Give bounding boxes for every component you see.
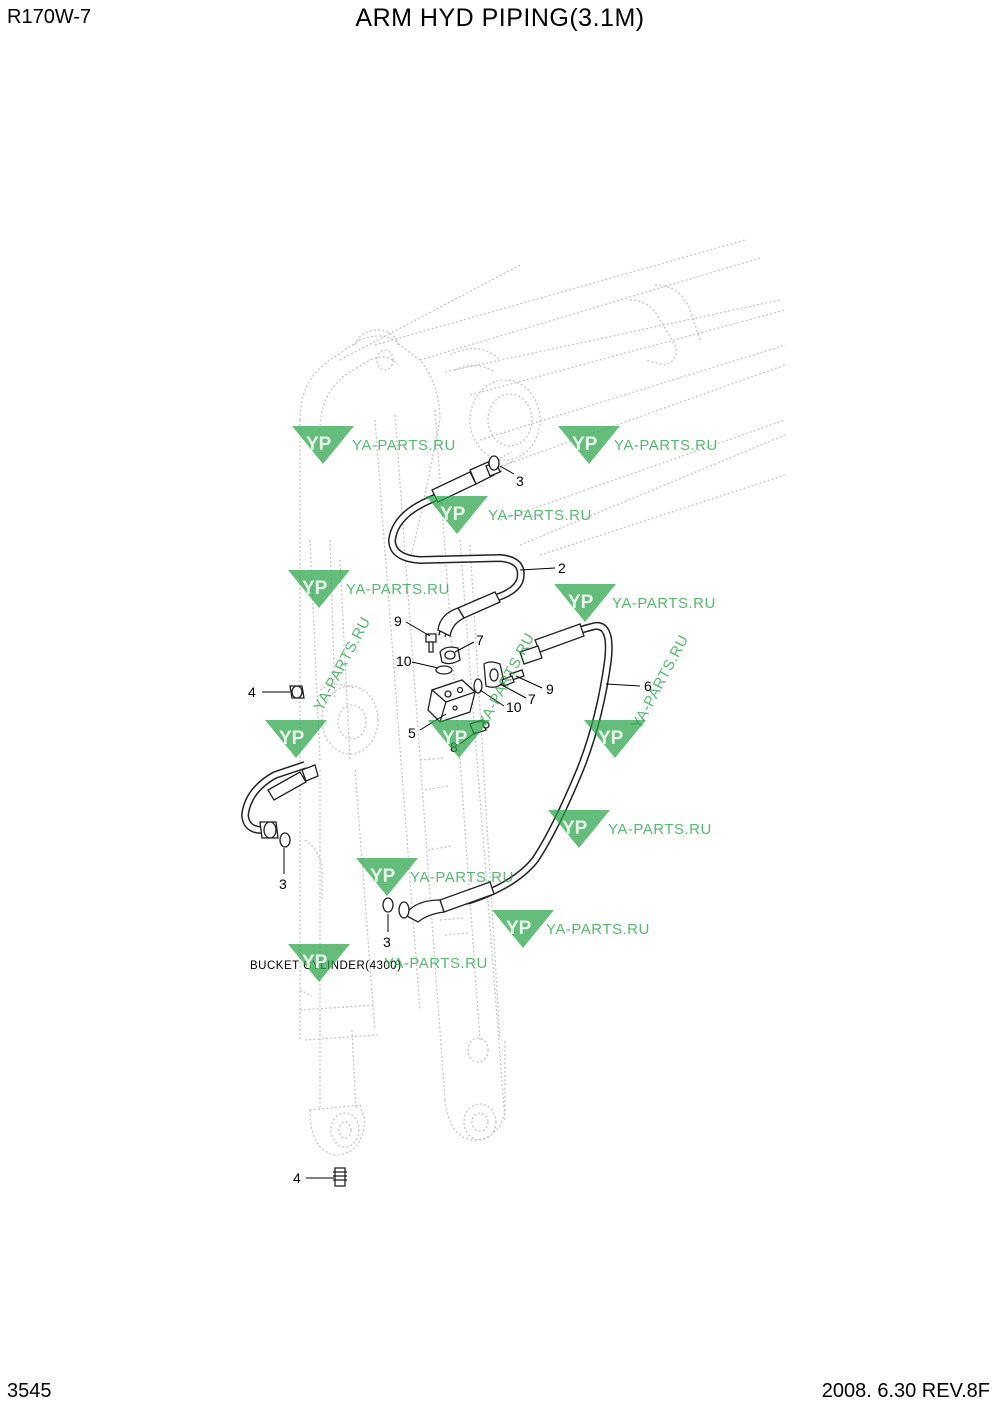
callout-label: 2: [558, 560, 566, 576]
watermark-logo: YP: [584, 720, 646, 758]
callout-label: 7: [476, 632, 484, 648]
svg-text:YA-PARTS.RU: YA-PARTS.RU: [629, 632, 693, 732]
svg-text:YP: YP: [442, 728, 468, 749]
svg-text:YP: YP: [279, 728, 305, 749]
watermark-rotated: YA-PARTS.RU: [629, 632, 693, 732]
callout-label: 9: [546, 681, 554, 697]
svg-text:YP: YP: [302, 952, 328, 973]
arm-structure-outline: [299, 239, 786, 1156]
callout-label: 3: [516, 473, 524, 489]
callout-label: 6: [644, 678, 652, 694]
o-ring-10-right: [473, 678, 483, 694]
model-code: R170W-7: [7, 6, 92, 28]
callout-label: 10: [506, 699, 522, 715]
svg-text:YP: YP: [306, 434, 332, 455]
page-number: 3545: [7, 1380, 52, 1402]
svg-text:YA-PARTS.RU: YA-PARTS.RU: [384, 955, 488, 972]
callout-label: 7: [528, 691, 536, 707]
watermark-logo: YP YA-PARTS.RU: [426, 496, 592, 534]
svg-text:YA-PARTS.RU: YA-PARTS.RU: [546, 921, 650, 938]
callout-label: 3: [383, 934, 391, 950]
page-title: ARM HYD PIPING(3.1M): [355, 4, 645, 32]
svg-text:YA-PARTS.RU: YA-PARTS.RU: [612, 595, 716, 612]
bolt-9-right: [501, 669, 525, 687]
flange-7-right: [483, 661, 505, 688]
watermark-logo: YP YA-PARTS.RU: [292, 426, 456, 464]
svg-text:YP: YP: [598, 728, 624, 749]
watermark-logo: YP YA-PARTS.RU: [492, 910, 650, 948]
svg-text:YA-PARTS.RU: YA-PARTS.RU: [311, 614, 375, 714]
bolt-9-left: [425, 633, 437, 653]
o-ring-3-top: [488, 451, 516, 471]
watermark-logo: YP: [428, 720, 490, 758]
svg-text:YA-PARTS.RU: YA-PARTS.RU: [410, 869, 514, 886]
watermark-logo: YP YA-PARTS.RU: [288, 944, 488, 982]
svg-text:YP: YP: [302, 578, 328, 599]
grease-fitting-4-lower: [333, 1167, 347, 1187]
o-ring-3-left: [279, 832, 291, 848]
watermark-logo: YP YA-PARTS.RU: [558, 426, 718, 464]
watermark-logo: YP YA-PARTS.RU: [554, 584, 716, 622]
svg-text:YP: YP: [370, 866, 396, 887]
svg-text:YA-PARTS.RU: YA-PARTS.RU: [352, 437, 456, 454]
o-ring-10-left: [435, 665, 453, 675]
svg-text:YA-PARTS.RU: YA-PARTS.RU: [346, 581, 450, 598]
hose-lower-left: [240, 761, 319, 839]
callout-numbers: 3 2 9 7 10 4 9 7 10 6 5 8 3 3 4: [248, 473, 652, 1186]
callout-label: 5: [408, 725, 416, 741]
watermark-logo: YP YA-PARTS.RU: [548, 810, 712, 848]
watermark-logo: YP: [265, 720, 327, 758]
watermark-logo: YP YA-PARTS.RU: [356, 858, 514, 896]
hose-2: [387, 461, 525, 638]
grease-fitting-4-upper: [289, 685, 305, 699]
svg-text:YA-PARTS.RU: YA-PARTS.RU: [608, 821, 712, 838]
svg-text:YA-PARTS.RU: YA-PARTS.RU: [488, 507, 592, 524]
svg-text:YA-PARTS.RU: YA-PARTS.RU: [614, 437, 718, 454]
valve-block-5: [427, 679, 477, 723]
date-revision: 2008. 6.30 REV.8F: [821, 1380, 990, 1402]
svg-text:YP: YP: [506, 918, 532, 939]
watermark-rotated: YA-PARTS.RU: [311, 614, 375, 714]
svg-text:YP: YP: [572, 434, 598, 455]
flange-7-left: [439, 646, 461, 665]
watermark-logo: YP YA-PARTS.RU: [288, 570, 450, 608]
callout-label: 10: [396, 653, 412, 669]
hose-6: [398, 621, 613, 923]
callout-label: 4: [293, 1170, 301, 1186]
callout-label: 9: [394, 613, 402, 629]
callout-label: 3: [279, 876, 287, 892]
svg-text:YP: YP: [568, 592, 594, 613]
svg-text:YP: YP: [440, 504, 466, 525]
o-ring-3-bottom: [382, 897, 394, 913]
svg-text:YP: YP: [562, 818, 588, 839]
callout-label: 4: [248, 684, 256, 700]
